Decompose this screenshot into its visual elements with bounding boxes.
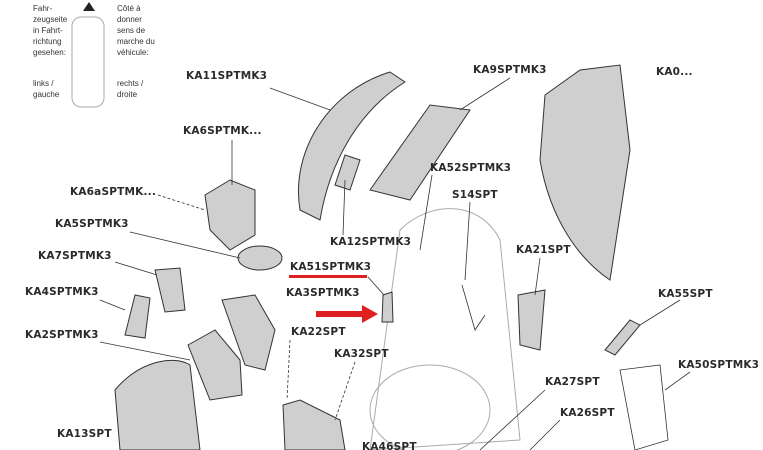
part-ka7 (154, 267, 186, 313)
part-label-ka4[interactable]: KA4SPTMK3 (25, 286, 99, 298)
part-label-ka22[interactable]: KA22SPT (291, 326, 346, 338)
legend-line: droite (117, 90, 138, 99)
legend-left-text: Fahr- zeugseite in Fahrt- richtung geseh… (33, 3, 67, 58)
part-label-ka6[interactable]: KA6SPTMK... (183, 125, 262, 137)
part-label-ka50[interactable]: KA50SPTMK3 (678, 359, 760, 371)
part-label-ka7[interactable]: KA7SPTMK3 (38, 250, 112, 262)
legend-line: richtung (33, 37, 62, 46)
legend-line: véhicule: (117, 48, 149, 57)
part-label-ka46[interactable]: KA46SPT (362, 441, 417, 450)
part-ka12 (334, 154, 361, 191)
part-label-ka5[interactable]: KA5SPTMK3 (55, 218, 129, 230)
part-ka3 (221, 294, 276, 371)
legend-line: in Fahrt- (33, 26, 63, 35)
part-label-ka11[interactable]: KA11SPTMK3 (186, 70, 268, 82)
part-label-ka52[interactable]: KA52SPTMK3 (430, 162, 512, 174)
part-ka55 (604, 319, 641, 356)
legend-line: links / (33, 79, 54, 88)
part-label-ka6a[interactable]: KA6aSPTMK... (70, 186, 157, 198)
car-topview-icon (71, 16, 105, 108)
part-label-ka27[interactable]: KA27SPT (545, 376, 600, 388)
part-s14 (461, 284, 486, 331)
part-ka4 (124, 294, 151, 339)
legend-right-text: Côté à donner sens de marche du véhicule… (117, 3, 155, 58)
part-label-ka3[interactable]: KA3SPTMK3 (286, 287, 360, 299)
legend-line: Côté à (117, 4, 141, 13)
legend-line: gauche (33, 90, 60, 99)
legend-line: rechts / (117, 79, 144, 88)
part-ka11 (298, 71, 406, 221)
part-ka9 (369, 104, 471, 201)
part-label-ka0[interactable]: KA0... (656, 66, 693, 78)
part-ka50 (619, 364, 669, 450)
legend-line: gesehen: (33, 48, 66, 57)
legend-line: sens de (117, 26, 146, 35)
direction-arrow-icon (83, 2, 95, 11)
part-label-ka55[interactable]: KA55SPT (658, 288, 713, 300)
part-label-ka9[interactable]: KA9SPTMK3 (473, 64, 547, 76)
part-label-ka26[interactable]: KA26SPT (560, 407, 615, 419)
part-ka2 (187, 329, 243, 401)
part-ka22 (282, 399, 346, 450)
part-ka21 (517, 289, 546, 351)
part-label-ka51[interactable]: KA51SPTMK3 (290, 261, 372, 273)
legend-line: Fahr- (33, 4, 53, 13)
legend-line: donner (117, 15, 142, 24)
legend-left-side: links / gauche (33, 78, 59, 100)
legend-right-side: rechts / droite (117, 78, 143, 100)
part-ka0 (539, 64, 631, 281)
part-ka13 (114, 359, 201, 450)
part-label-ka21[interactable]: KA21SPT (516, 244, 571, 256)
legend-line: marche du (117, 37, 155, 46)
part-ka5 (237, 245, 283, 271)
legend-line: zeugseite (33, 15, 68, 24)
part-ka6 (204, 179, 256, 251)
part-ka51 (381, 291, 394, 323)
part-label-s14[interactable]: S14SPT (452, 189, 498, 201)
part-label-ka32[interactable]: KA32SPT (334, 348, 389, 360)
part-label-ka2[interactable]: KA2SPTMK3 (25, 329, 99, 341)
part-label-ka12[interactable]: KA12SPTMK3 (330, 236, 412, 248)
highlight-underline (289, 275, 367, 278)
highlight-arrow-icon (316, 305, 378, 323)
part-label-ka13[interactable]: KA13SPT (57, 428, 112, 440)
